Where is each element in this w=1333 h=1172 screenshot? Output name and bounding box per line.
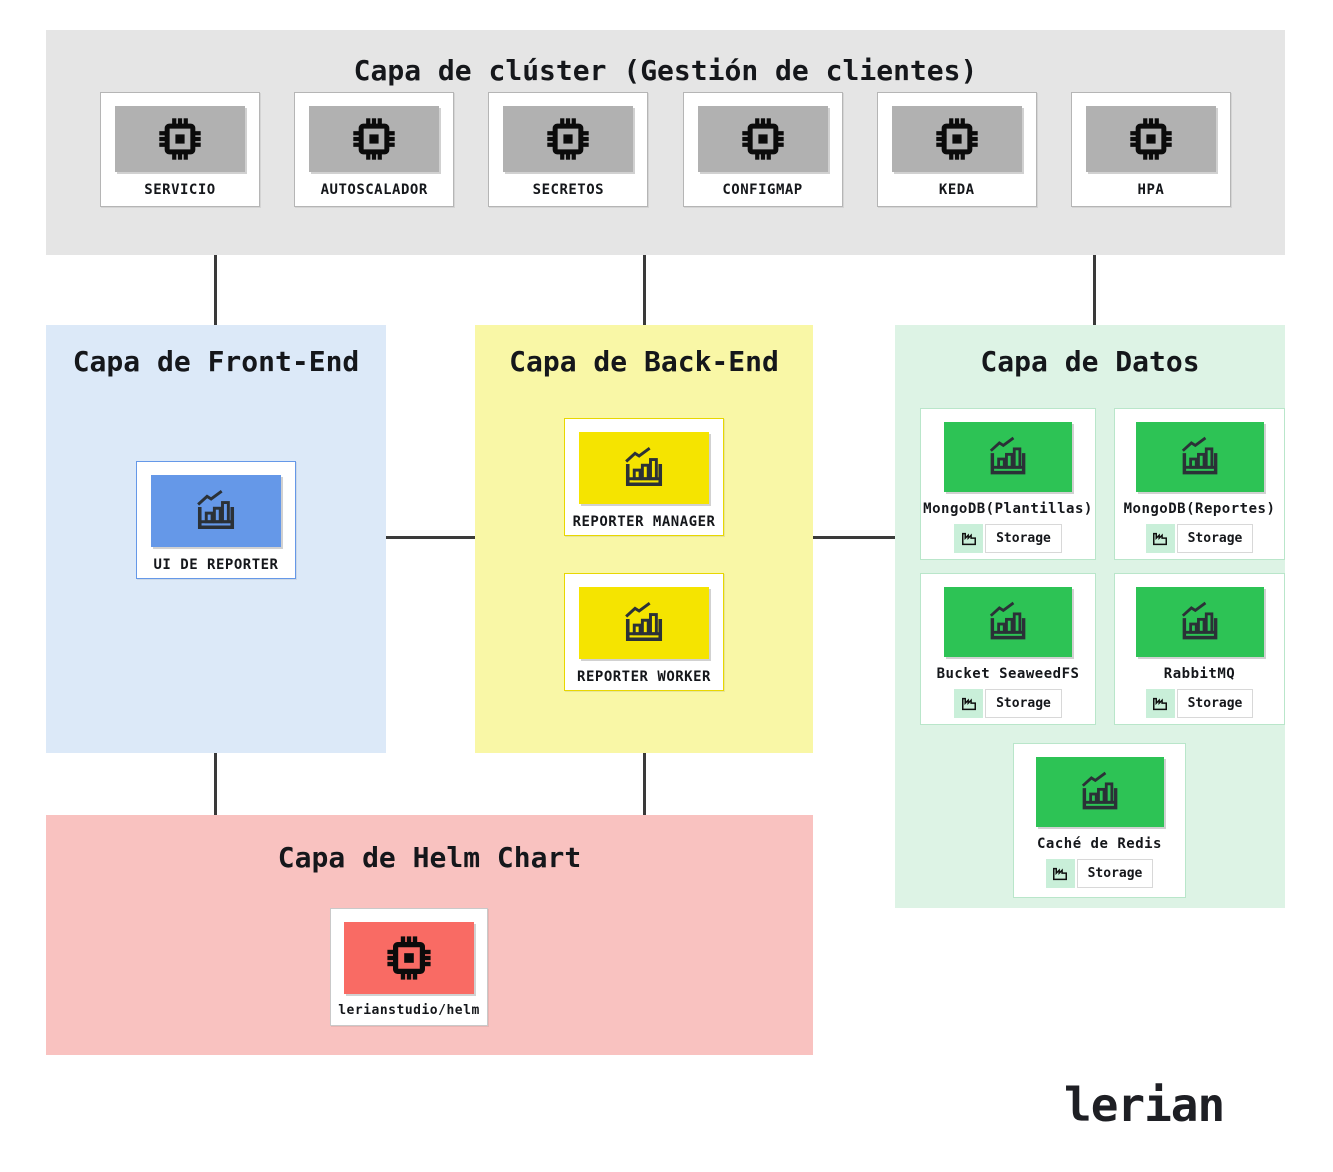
factory-icon [954,689,984,718]
node-keda: KEDA [876,92,1037,207]
node-lerianstudio-helm: lerianstudio/helm [330,908,488,1026]
node-image [697,106,828,172]
report-chart-icon [983,432,1033,482]
connector-frontend-helm [214,753,217,815]
chip-icon [545,116,591,162]
node-image [151,475,281,547]
node-image [1135,587,1264,657]
report-chart-icon [1175,432,1225,482]
node-cache-de-redis: Caché de Redis Storage [1013,743,1186,898]
node-servicio: SERVICIO [100,92,260,207]
connector-backend-data [813,536,895,539]
storage-badge-label: Storage [1176,524,1254,553]
cluster-layer-title: Capa de clúster (Gestión de clientes) [353,54,978,87]
node-configmap: CONFIGMAP [682,92,843,207]
storage-badge: Storage [1145,689,1254,718]
node-hpa: HPA [1070,92,1231,207]
node-image [944,587,1072,657]
node-image [1085,106,1216,172]
connector-cluster-backend [643,255,646,325]
node-label: Caché de Redis [1036,836,1162,852]
node-image [579,432,709,504]
node-mongodb-reportes: MongoDB(Reportes) Storage [1114,408,1285,560]
node-rabbitmq: RabbitMQ Storage [1114,573,1285,725]
report-chart-icon [618,597,670,649]
node-label: KEDA [938,182,975,198]
chip-icon [385,934,433,982]
lerian-logo: lerian [1064,1078,1225,1132]
storage-badge: Storage [954,689,1062,718]
chip-icon [1128,116,1174,162]
node-image [944,422,1072,492]
connector-backend-helm [643,753,646,815]
node-image [344,922,474,994]
node-label: REPORTER WORKER [577,669,711,685]
storage-badge: Storage [1045,859,1154,888]
chip-icon [740,116,786,162]
node-image [891,106,1022,172]
factory-icon [1045,859,1075,888]
node-image [579,587,709,659]
storage-badge-label: Storage [1176,689,1254,718]
connector-cluster-data [1093,255,1096,325]
factory-icon [954,524,984,553]
node-label: RabbitMQ [1163,666,1236,682]
cluster-layer: Capa de clúster (Gestión de clientes) SE… [46,30,1285,255]
chip-icon [934,116,980,162]
node-secretos: SECRETOS [488,92,649,207]
chip-icon [157,116,203,162]
report-chart-icon [618,442,670,494]
node-reporter-worker: REPORTER WORKER [564,573,724,691]
report-chart-icon [983,597,1033,647]
node-reporter-manager: REPORTER MANAGER [564,418,724,536]
node-label: SERVICIO [144,182,216,198]
node-image [115,106,245,172]
node-label: MongoDB(Plantillas) [923,501,1093,517]
storage-badge: Storage [1145,524,1254,553]
node-label: MongoDB(Reportes) [1123,501,1276,517]
data-layer-title: Capa de Datos [980,345,1200,378]
node-label: AUTOSCALADOR [320,182,428,198]
report-chart-icon [1175,597,1225,647]
node-label: SECRETOS [532,182,605,198]
node-label: lerianstudio/helm [338,1003,480,1018]
report-chart-icon [190,485,242,537]
storage-badge-label: Storage [1076,859,1154,888]
node-label: UI DE REPORTER [153,557,279,573]
node-autoscalador: AUTOSCALADOR [294,92,455,207]
chip-icon [351,116,397,162]
storage-badge: Storage [954,524,1062,553]
node-mongodb-plantillas: MongoDB(Plantillas) Storage [920,408,1096,560]
connector-cluster-frontend [214,255,217,325]
node-ui-de-reporter: UI DE REPORTER [136,461,296,579]
node-label: REPORTER MANAGER [572,514,716,530]
node-image [309,106,440,172]
node-label: CONFIGMAP [722,182,803,198]
helm-layer: Capa de Helm Chart lerianstudio/helm [46,815,813,1055]
node-image [1135,422,1264,492]
frontend-layer: Capa de Front-End UI DE REPORTER [46,325,386,753]
node-bucket-seaweedfs: Bucket SeaweedFS Storage [920,573,1096,725]
connector-frontend-backend [386,536,475,539]
backend-layer: Capa de Back-End REPORTER MANAGER REPORT… [475,325,813,753]
node-label: HPA [1137,182,1165,198]
node-image [1035,757,1164,827]
factory-icon [1145,689,1175,718]
node-label: Bucket SeaweedFS [936,666,1080,682]
storage-badge-label: Storage [985,524,1062,553]
data-layer: Capa de Datos MongoDB(Plantillas) Storag… [895,325,1285,908]
storage-badge-label: Storage [985,689,1062,718]
factory-icon [1145,524,1175,553]
helm-layer-title: Capa de Helm Chart [277,841,582,874]
cluster-card-row: SERVICIO AUTOSCALADOR SECRETOS CONFIGMAP… [100,92,1231,207]
node-image [503,106,634,172]
frontend-layer-title: Capa de Front-End [72,345,360,378]
report-chart-icon [1075,767,1125,817]
backend-layer-title: Capa de Back-End [509,345,779,378]
